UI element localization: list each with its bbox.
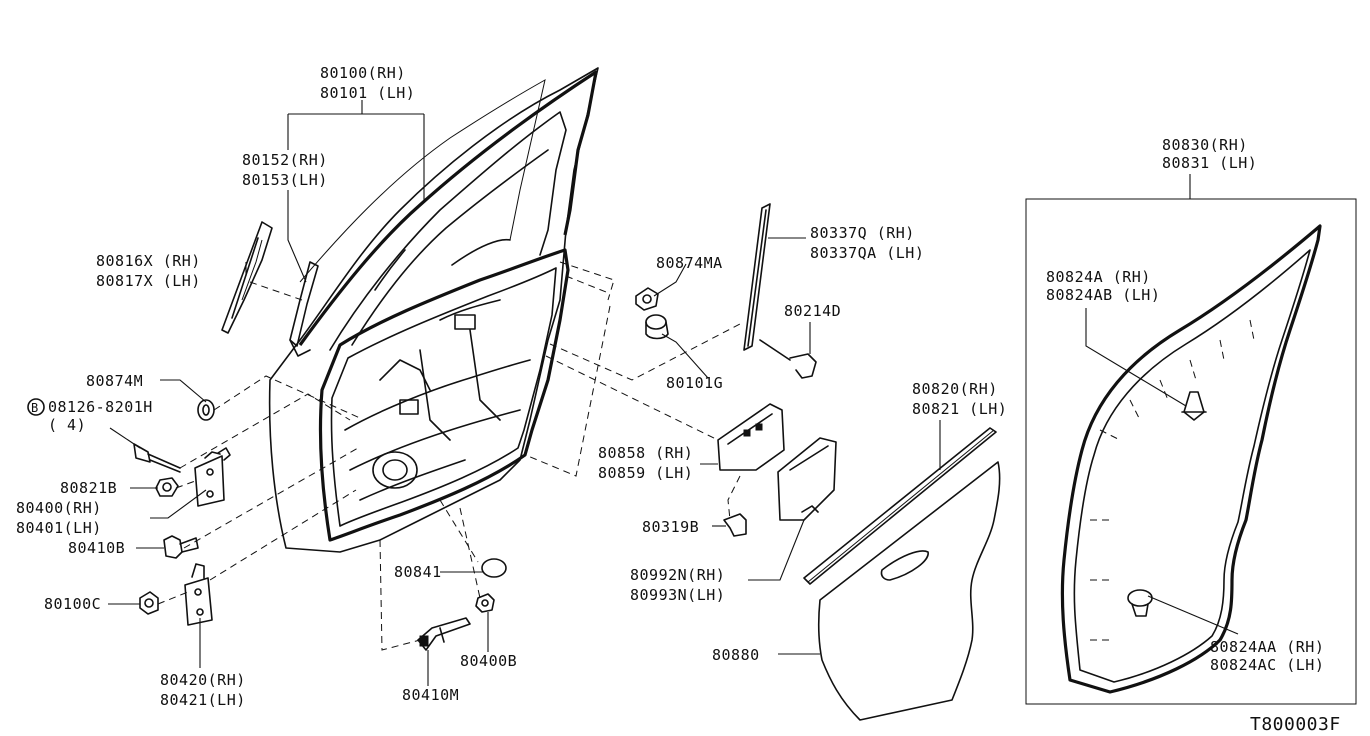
label-80401: 80401(LH)	[16, 519, 102, 537]
label-80100c: 80100C	[44, 595, 101, 613]
pad-80992n[interactable]	[777, 437, 837, 521]
label-80410b: 80410B	[68, 539, 125, 557]
bracket-80858[interactable]	[717, 403, 785, 471]
label-80214d: 80214D	[784, 302, 841, 320]
label-80824ac: 80824AC (LH)	[1210, 656, 1324, 674]
label-80101g: 80101G	[666, 374, 723, 392]
bolt-80410b[interactable]	[163, 535, 199, 559]
label-80820: 80820(RH)	[912, 380, 998, 398]
label-80101: 80101 (LH)	[320, 84, 415, 102]
assembly-dashed-lines	[157, 261, 741, 651]
sash-80337q[interactable]	[743, 203, 771, 351]
nut-80821b[interactable]	[155, 477, 179, 497]
weatherstrip-80820[interactable]	[803, 427, 997, 585]
check-link-80410m[interactable]	[417, 617, 471, 651]
label-80992n: 80992N(RH)	[630, 566, 725, 584]
bumper-80874ma[interactable]	[635, 287, 659, 311]
label-80859: 80859 (LH)	[598, 464, 693, 482]
label-80153: 80153(LH)	[242, 171, 328, 189]
bolt-08126[interactable]	[133, 443, 181, 473]
label-80821: 80821 (LH)	[912, 400, 1007, 418]
lower-hinge-80420[interactable]	[184, 563, 213, 626]
label-80824aa: 80824AA (RH)	[1210, 638, 1324, 656]
door-seal-box	[1025, 198, 1357, 705]
label-80100: 80100(RH)	[320, 64, 406, 82]
label-80993n: 80993N(LH)	[630, 586, 725, 604]
label-80824ab: 80824AB (LH)	[1046, 286, 1160, 304]
door-shell-80100[interactable]	[268, 67, 599, 553]
label-80858: 80858 (RH)	[598, 444, 693, 462]
label-80831: 80831 (LH)	[1162, 154, 1257, 172]
label-08126: 08126-8201H	[48, 398, 153, 416]
bolt-80400b[interactable]	[475, 593, 495, 613]
label-80874ma: 80874MA	[656, 254, 723, 272]
stopper-80101g[interactable]	[645, 314, 669, 340]
label-80421: 80421(LH)	[160, 691, 246, 709]
label-08126-badge: B	[31, 401, 39, 415]
label-80319b: 80319B	[642, 518, 699, 536]
label-80841: 80841	[394, 563, 442, 581]
label-80821b: 80821B	[60, 479, 117, 497]
label-80824a: 80824A (RH)	[1046, 268, 1151, 286]
label-80816x: 80816X (RH)	[96, 252, 201, 270]
label-80880: 80880	[712, 646, 760, 664]
leader-lines	[108, 100, 1239, 686]
clip-80319b[interactable]	[723, 513, 747, 537]
door-opening-seal-80830[interactable]	[1060, 224, 1322, 694]
label-08126-qty: ( 4)	[48, 416, 86, 434]
label-80420: 80420(RH)	[160, 671, 246, 689]
badge-circle-b	[27, 398, 45, 416]
label-80410m: 80410M	[402, 686, 459, 704]
clip-80824aa[interactable]	[1127, 589, 1153, 617]
label-80874m: 80874M	[86, 372, 143, 390]
window-glass-80152[interactable]	[299, 79, 546, 283]
nut-80100c[interactable]	[139, 591, 159, 615]
label-80400: 80400(RH)	[16, 499, 102, 517]
bumper-80874m[interactable]	[197, 399, 215, 421]
clip-80824a[interactable]	[1181, 391, 1207, 421]
quarter-seal-80816x[interactable]	[221, 221, 273, 334]
label-80830: 80830(RH)	[1162, 136, 1248, 154]
part-labels: 80100(RH) 80101 (LH) 80152(RH) 80153(LH)…	[16, 64, 1341, 735]
label-80817x: 80817X (LH)	[96, 272, 201, 290]
sealing-screen-80880[interactable]	[817, 461, 1001, 721]
plug-80841[interactable]	[481, 558, 507, 578]
diagram-code: T800003F	[1250, 714, 1341, 735]
label-80152: 80152(RH)	[242, 151, 328, 169]
label-80400b: 80400B	[460, 652, 517, 670]
label-80337qa: 80337QA (LH)	[810, 244, 924, 262]
screw-80214d[interactable]	[759, 339, 817, 379]
upper-hinge-80400[interactable]	[194, 447, 231, 507]
label-80337q: 80337Q (RH)	[810, 224, 915, 242]
